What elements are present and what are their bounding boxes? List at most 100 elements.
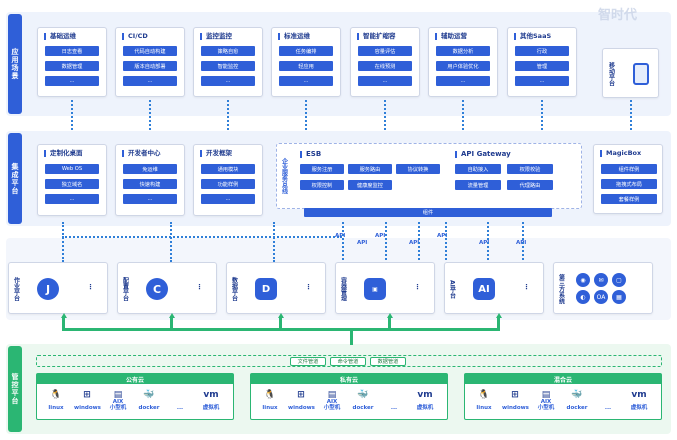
integration-card-item[interactable]: 独立域名 — [45, 179, 99, 189]
api-dotted-connector — [342, 222, 344, 260]
more-dots: ⋮ — [414, 283, 421, 291]
integration-card[interactable]: 开发者中心免运维快速构建... — [115, 144, 185, 216]
app-card[interactable]: 基础运维日志查看数据管理... — [37, 27, 107, 97]
app-card-item[interactable]: 用户体验优化 — [436, 61, 490, 71]
app-card-item[interactable]: 策略自愈 — [201, 46, 255, 56]
dotted-connector — [541, 100, 543, 130]
esb-item[interactable]: 服务注册 — [300, 164, 344, 174]
app-glyph-icon: ◉ — [576, 273, 590, 287]
os-label: 虚拟机 — [630, 405, 648, 411]
app-card-item[interactable]: 任务编排 — [279, 46, 333, 56]
pipeline-chip[interactable]: 命令管道 — [330, 357, 366, 366]
integration-card-item[interactable]: 通用模块 — [201, 164, 255, 174]
app-card-item[interactable]: ... — [45, 76, 99, 86]
cloud-header — [37, 374, 233, 384]
gateway-item[interactable]: 自助接入 — [455, 164, 501, 174]
app-card-item[interactable]: ... — [515, 76, 569, 86]
app-card-item[interactable]: 行政 — [515, 46, 569, 56]
green-drop — [62, 316, 65, 329]
integration-layer-label: 集成平台 — [8, 133, 22, 224]
app-card-item[interactable]: 日志查看 — [45, 46, 99, 56]
os-label: ... — [176, 405, 184, 411]
app-card-item[interactable]: 轻应用 — [279, 61, 333, 71]
integration-card[interactable]: 开发框架通用模块功能样例... — [193, 144, 263, 216]
os-icon: 🐧 — [50, 390, 62, 400]
platform-card[interactable]: 容器管理▣⋮ — [335, 262, 435, 314]
app-glyph-icon: ◐ — [576, 290, 590, 304]
integration-card-item[interactable]: ... — [45, 194, 99, 204]
green-drop — [170, 316, 173, 329]
app-card-item[interactable]: 代码自动构建 — [123, 46, 177, 56]
esb-item[interactable]: 协议转换 — [396, 164, 440, 174]
pipeline-chip[interactable]: 数据管道 — [370, 357, 406, 366]
pipeline-chip[interactable]: 文件管道 — [290, 357, 326, 366]
integration-card-item[interactable]: 免运维 — [123, 164, 177, 174]
app-card[interactable]: 智能扩缩容容量评估在线预测... — [350, 27, 420, 97]
esb-item[interactable]: 服务路由 — [348, 164, 392, 174]
magicbox-item[interactable]: 组件样例 — [601, 164, 657, 174]
app-glyph-icon: ▢ — [612, 273, 626, 287]
integration-card-item[interactable]: 功能样例 — [201, 179, 255, 189]
app-card-item[interactable]: ... — [201, 76, 255, 86]
app-card-item[interactable]: 在线预测 — [358, 61, 412, 71]
gateway-item[interactable]: 代理路由 — [507, 180, 553, 190]
os-label: linux — [476, 405, 492, 411]
app-card-title: 监控监控 — [200, 33, 232, 40]
platform-card[interactable]: 第三方系统◉✉▢◐OA▦ — [553, 262, 653, 314]
component-bar[interactable]: 组件 — [304, 208, 552, 217]
os-icon: 🐧 — [478, 390, 490, 400]
os-icon: 🐳 — [357, 390, 369, 400]
app-glyph-icon: OA — [594, 290, 608, 304]
platform-label: 配置平台 — [121, 277, 129, 301]
app-card[interactable]: 监控监控策略自愈智能监控... — [193, 27, 263, 97]
esb-side-label: 企业服务总线 — [280, 158, 288, 194]
magicbox-item[interactable]: 拖拽式布局 — [601, 179, 657, 189]
app-card-item[interactable]: ... — [279, 76, 333, 86]
gateway-item[interactable]: 权限校验 — [507, 164, 553, 174]
integration-card-item[interactable]: ... — [201, 194, 255, 204]
integration-card-item[interactable]: ... — [123, 194, 177, 204]
os-label: linux — [48, 405, 64, 411]
app-card-item[interactable]: 数据分析 — [436, 46, 490, 56]
app-card-item[interactable]: ... — [358, 76, 412, 86]
app-card-item[interactable]: 智能监控 — [201, 61, 255, 71]
os-icon: 🐧 — [264, 390, 276, 400]
api-dotted-connector — [273, 222, 275, 262]
app-card-item[interactable]: ... — [123, 76, 177, 86]
app-card[interactable]: 辅助运营数据分析用户体验优化... — [428, 27, 498, 97]
integration-card-item[interactable]: 快速构建 — [123, 179, 177, 189]
platform-icon: AI — [473, 278, 495, 300]
more-dots: ⋮ — [196, 283, 203, 291]
app-card-item[interactable]: 版本自动部署 — [123, 61, 177, 71]
app-card-item[interactable]: 管理 — [515, 61, 569, 71]
api-dotted-connector — [62, 222, 64, 262]
platform-label: 容器管理 — [339, 277, 347, 301]
cloud-header — [251, 374, 447, 384]
mobile-platform-card[interactable]: 移动平台 — [602, 48, 659, 98]
magicbox-card[interactable]: MagicBox 组件样例拖拽式布局套餐样例 — [593, 144, 663, 214]
os-label: AIX 小型机 — [537, 399, 555, 411]
app-card-item[interactable]: 数据管理 — [45, 61, 99, 71]
app-card-item[interactable]: ... — [436, 76, 490, 86]
esb-item[interactable]: 健康度监控 — [348, 180, 392, 190]
integration-card-item[interactable]: Web OS — [45, 164, 99, 174]
platform-label: 第三方系统 — [557, 274, 565, 304]
app-card[interactable]: 标准运维任务编排轻应用... — [271, 27, 341, 97]
os-label: windows — [502, 405, 529, 411]
os-icon: ⊞ — [83, 390, 91, 400]
integration-card-title: 开发者中心 — [122, 150, 161, 157]
gateway-item[interactable]: 流量管理 — [455, 180, 501, 190]
magicbox-item[interactable]: 套餐样例 — [601, 194, 657, 204]
app-card-item[interactable]: 容量评估 — [358, 46, 412, 56]
esb-item[interactable]: 权限控制 — [300, 180, 344, 190]
